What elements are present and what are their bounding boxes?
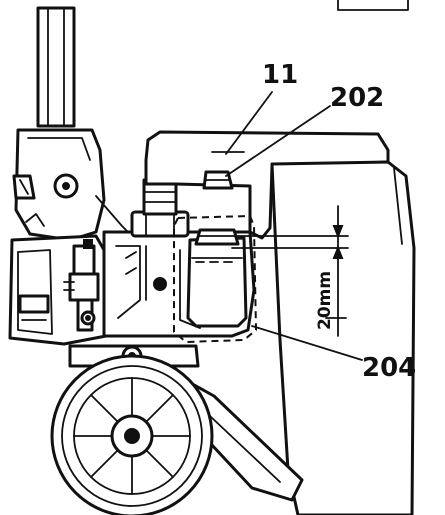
leader-202 <box>225 105 331 177</box>
fork-body <box>270 160 416 515</box>
leader-11 <box>225 91 273 155</box>
dimension-label: 20mm <box>315 271 335 330</box>
leader-lines <box>225 91 363 361</box>
oil-level-highlight <box>173 214 258 344</box>
chassis-body <box>144 130 390 240</box>
handle-tube <box>36 6 76 128</box>
frame-corner <box>337 0 409 11</box>
leader-204 <box>251 325 363 361</box>
oil-reservoir <box>186 228 248 328</box>
callout-204: 204 <box>362 353 416 383</box>
handle-yoke <box>12 128 133 242</box>
callout-202: 202 <box>330 83 384 113</box>
callout-11: 11 <box>262 60 298 90</box>
pump-housing <box>8 234 108 346</box>
dimension-20mm <box>231 205 349 337</box>
steer-wheel <box>50 354 214 515</box>
